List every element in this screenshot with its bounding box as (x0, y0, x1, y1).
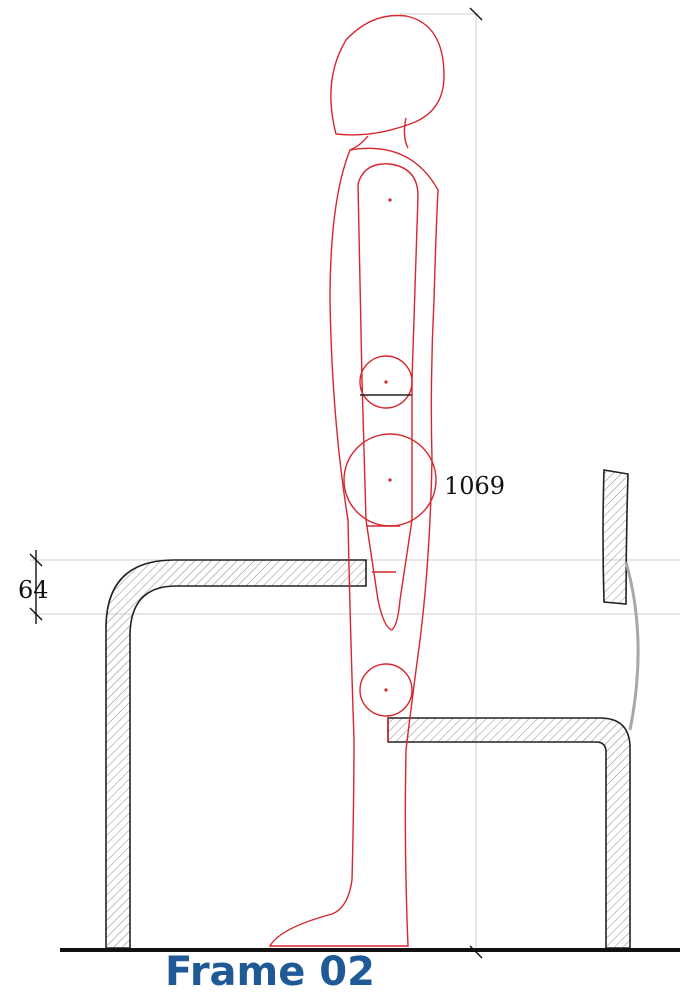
seat-frame (387, 717, 631, 949)
hip-joint (343, 433, 437, 527)
figure-head (330, 14, 445, 136)
offset-dimension-label: 64 (18, 576, 49, 604)
standing-figure (268, 14, 445, 947)
elbow-center (384, 380, 388, 384)
joint-centers (384, 198, 392, 692)
height-dimension-label: 1069 (444, 472, 505, 500)
shoulder-center (388, 198, 392, 202)
figure-arm (357, 163, 419, 631)
hip-center (388, 478, 392, 482)
left-frame (105, 559, 367, 949)
backrest-strap (624, 561, 640, 731)
backrest (602, 469, 629, 605)
figure-torso-outline (268, 147, 439, 947)
figure-neck (403, 117, 409, 149)
tick-offset-lower (29, 607, 43, 621)
tick-offset-upper (29, 553, 43, 567)
tick-top (469, 7, 483, 21)
elbow-joint (359, 355, 413, 409)
knee-joint (359, 663, 413, 717)
frame-caption: Frame 02 (165, 949, 375, 995)
dimension-ticks (29, 7, 483, 959)
knee-center (384, 688, 388, 692)
